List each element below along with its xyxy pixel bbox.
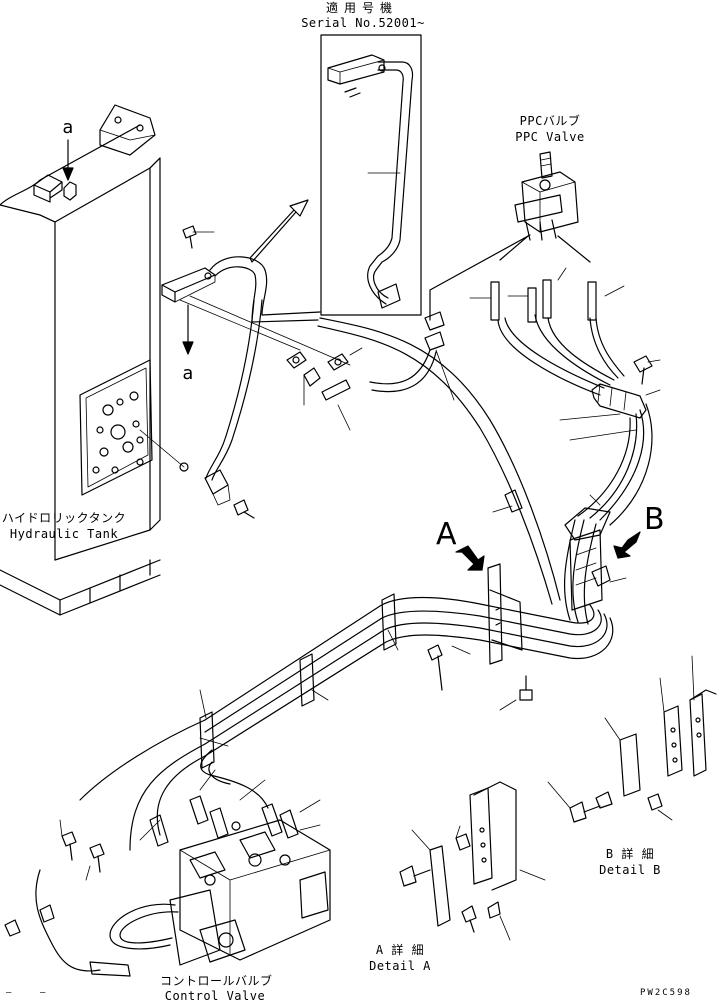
- detail-a-label-jp: A 詳 細: [375, 943, 425, 957]
- hose-bundle: [565, 495, 610, 624]
- hydraulic-tank-label-jp: ハイドロリックタンク: [1, 511, 127, 525]
- detail-a-label-en: Detail A: [369, 959, 431, 973]
- ppc-valve-label-jp: PPCバルブ: [519, 114, 581, 128]
- leader-lines: [452, 360, 660, 710]
- main-pipe-run: [80, 564, 613, 850]
- detail-b-label-jp: B 詳 細: [605, 847, 655, 861]
- bolts: [183, 226, 652, 700]
- return-pipe: [162, 257, 350, 505]
- view-arrow-a-upper: [63, 140, 73, 180]
- corner-mark-mid: —: [40, 988, 48, 998]
- ppc-valve-label-en: PPC Valve: [515, 130, 585, 144]
- view-marker-a-upper: a: [62, 117, 74, 138]
- arrow-b: [614, 532, 640, 558]
- view-marker-big-b: B: [644, 502, 665, 537]
- view-arrow-a-lower: [183, 305, 193, 354]
- control-valve-label-en: Control Valve: [164, 989, 266, 1003]
- control-valve-label-jp: コントロールバルブ: [160, 974, 273, 988]
- ppc-valve: [515, 152, 578, 240]
- detail-b-label-en: Detail B: [599, 863, 661, 877]
- drawing-code: PW2C598: [640, 988, 692, 998]
- control-valve: [5, 770, 330, 976]
- view-marker-big-a: A: [436, 517, 457, 552]
- detail-b-parts: [548, 656, 716, 822]
- serial-inset: [321, 35, 421, 315]
- hydraulic-tank-label-en: Hydraulic Tank: [9, 527, 119, 541]
- view-marker-a-lower: a: [182, 363, 194, 384]
- long-hose: [318, 318, 560, 604]
- pipe-clamps: [287, 312, 454, 430]
- hydraulic-tank: [0, 105, 188, 615]
- corner-mark-left: —: [6, 988, 14, 998]
- serial-label-en: Serial No.52001~: [301, 16, 425, 30]
- inset-reference-arrow: [250, 200, 308, 262]
- serial-label-jp: 適用号機: [325, 1, 398, 15]
- arrow-a: [456, 546, 484, 570]
- ppc-hoses: [430, 235, 660, 525]
- detail-a-parts: [400, 782, 545, 940]
